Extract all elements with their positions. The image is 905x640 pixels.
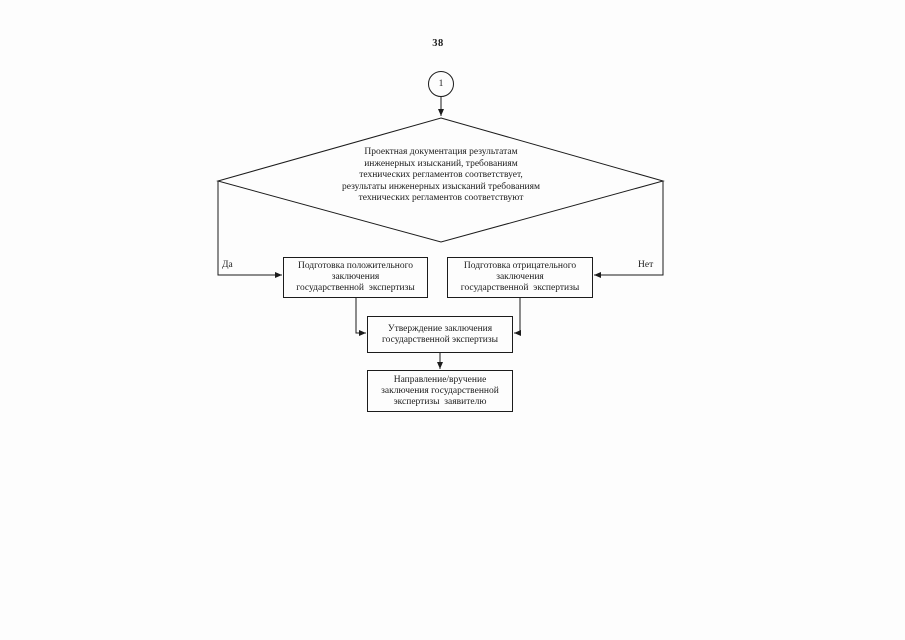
process-box-approve-conclusion: Утверждение заключения государственной э… bbox=[367, 316, 513, 353]
branch-label-yes: Да bbox=[222, 260, 233, 270]
branch-label-no: Нет bbox=[638, 260, 654, 270]
process-box-positive-conclusion: Подготовка положительного заключения гос… bbox=[283, 257, 428, 298]
process-box-negative-conclusion: Подготовка отрицательного заключения гос… bbox=[447, 257, 593, 298]
decision-diamond-text: Проектная документация результатам инжен… bbox=[342, 147, 540, 203]
process-box-deliver-conclusion: Направление/вручение заключения государс… bbox=[367, 370, 513, 412]
offpage-connector-circle: 1 bbox=[428, 71, 454, 97]
page-number: 38 bbox=[432, 38, 444, 49]
